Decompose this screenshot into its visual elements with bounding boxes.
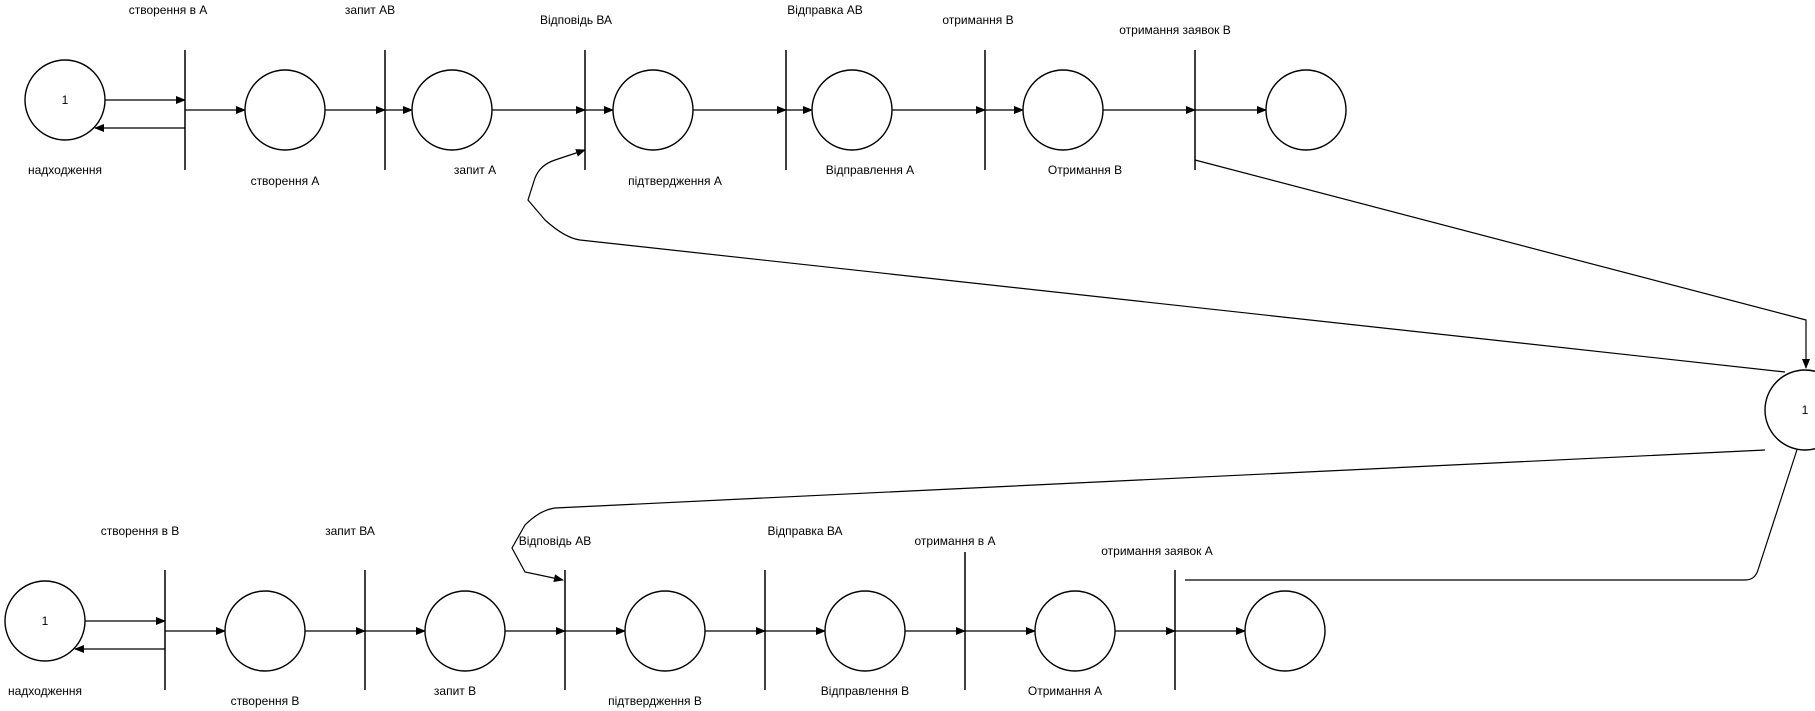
place-bottom-5 [1034,590,1116,672]
place-label-top-3: підтвердження А [628,174,722,188]
place-bottom-end [1244,590,1326,672]
labels-layer: 1 надходження створення А запит А підтвердже… [8,3,1809,708]
transition-label-top-6: отримання заявок В [1119,23,1230,37]
place-label-top-4: Відправлення А [826,163,914,177]
place-label-bottom-5: Отримання А [1028,684,1102,698]
transition-label-bottom-6: отримання заявок А [1101,544,1212,558]
arc-shared-to-bottom-t3 [511,449,1766,583]
place-label-bottom-3: підтвердження В [608,694,702,708]
place-top-end [1265,69,1347,151]
place-label-bottom-4: Відправлення В [821,684,909,698]
place-label-bottom-2: запит В [434,684,476,698]
arcs-layer [74,96,1810,653]
token-shared: 1 [1802,403,1809,417]
place-bottom-2 [424,590,506,672]
place-label-top-0: надходження [28,163,102,177]
place-top-1 [244,69,326,151]
transition-label-top-2: запит АВ [345,3,395,17]
arc-top-t6-to-shared [1194,159,1810,369]
token-top-start: 1 [62,93,69,107]
place-bottom-start [4,580,86,662]
arc-shared-to-top-t3 [527,149,1786,373]
place-label-bottom-1: створення В [231,694,300,708]
place-top-2 [411,69,493,151]
transition-label-top-4: Відправка АВ [787,3,862,17]
place-top-4 [811,69,893,151]
place-label-bottom-0: надходження [8,684,82,698]
place-bottom-1 [224,590,306,672]
token-bottom-start: 1 [42,614,49,628]
place-shared [1764,369,1815,451]
place-label-top-2: запит А [454,163,496,177]
transition-label-top-3: Відповідь ВА [540,13,612,27]
transition-label-bottom-5: отримання в А [914,534,995,548]
place-top-start [24,59,106,141]
place-top-3 [612,69,694,151]
places-layer [4,59,1815,672]
transition-label-bottom-3: Відповідь АВ [519,534,591,548]
transition-label-top-5: отримання В [942,13,1013,27]
place-bottom-4 [824,590,906,672]
transition-label-bottom-1: створення в В [101,524,180,538]
transition-label-bottom-2: запит ВА [325,524,375,538]
place-bottom-3 [624,590,706,672]
place-top-5 [1022,69,1104,151]
transition-label-bottom-4: Відправка ВА [767,524,842,538]
arc-bottom-t6-to-shared [1185,424,1807,581]
place-label-top-1: створення А [251,174,320,188]
place-label-top-5: Отримання В [1048,163,1122,177]
transition-label-top-1: створення в А [129,3,208,17]
transitions-layer [164,50,1196,690]
